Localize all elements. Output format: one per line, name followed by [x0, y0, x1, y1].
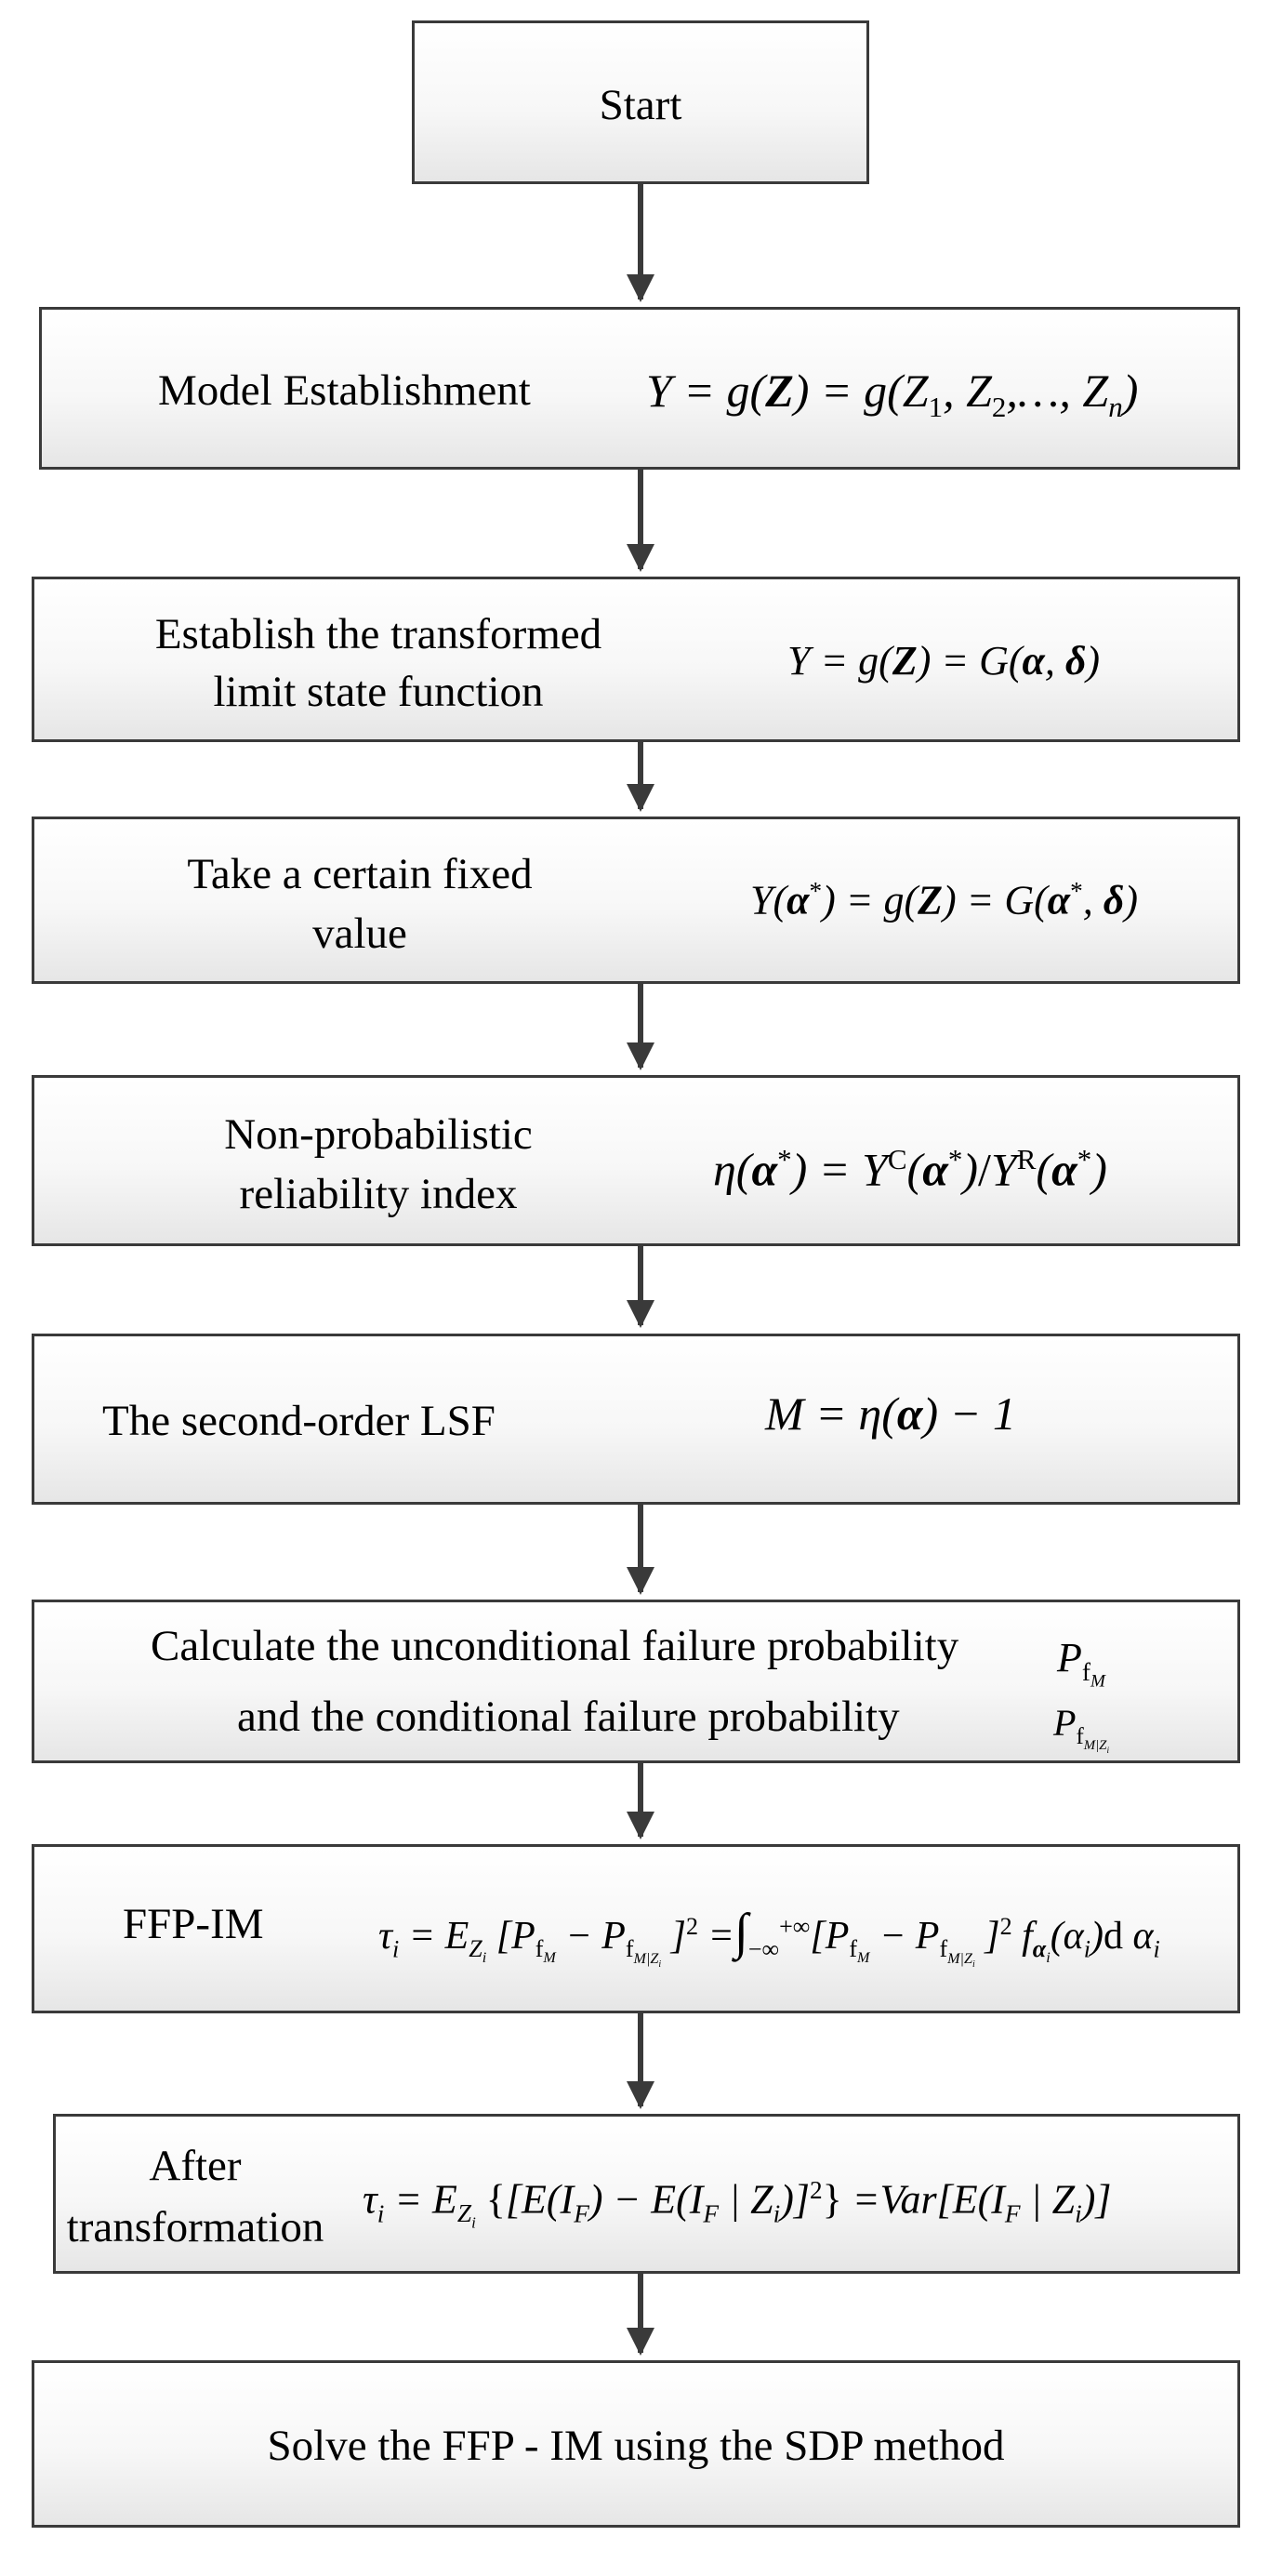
reliability-index-node: Non-probabilistic reliability index η(α*… — [32, 1075, 1240, 1246]
fixed-value-equation: Y(α*) = g(Z) = G(α*, δ) — [750, 877, 1138, 923]
after-transformation-node: After transformation τi = EZi {[E(IF) − … — [53, 2114, 1240, 2274]
model-equation: Y = g(Z) = g(Z1, Z2,…, Zn) — [646, 365, 1139, 423]
fixed-value-label-line2: value — [312, 910, 407, 958]
calculate-probability-label-line1: Calculate the unconditional failure prob… — [151, 1622, 959, 1670]
calculate-probability-label-line2: and the conditional failure probability — [237, 1693, 900, 1741]
reliability-index-label-line1: Non-probabilistic — [224, 1110, 533, 1159]
ffp-im-node: FFP-IM τi = EZi [PfM − PfM|Zi ]2 =∫−∞+∞[… — [32, 1844, 1240, 2013]
model-establishment-label: Model Establishment — [158, 366, 531, 415]
reliability-index-label-line2: reliability index — [239, 1170, 518, 1218]
second-order-lsf-equation: M = η(α) − 1 — [765, 1388, 1016, 1440]
start-label: Start — [599, 81, 682, 129]
second-order-lsf-label: The second-order LSF — [102, 1397, 496, 1445]
after-transformation-label-line1: After — [149, 2142, 242, 2190]
after-transformation-label-line2: transformation — [66, 2203, 324, 2251]
ffp-im-label: FFP-IM — [123, 1900, 264, 1948]
ffp-im-equation: τi = EZi [PfM − PfM|Zi ]2 =∫−∞+∞[PfM − P… — [378, 1903, 1160, 1970]
second-order-lsf-node: The second-order LSF M = η(α) − 1 — [32, 1334, 1240, 1505]
after-transformation-equation: τi = EZi {[E(IF) − E(IF | Zi)]2} =Var[E(… — [363, 2176, 1112, 2232]
model-establishment-node: Model Establishment Y = g(Z) = g(Z1, Z2,… — [39, 307, 1240, 470]
start-node: Start — [412, 20, 869, 184]
conditional-probability-symbol: PfM|Zi — [1053, 1702, 1109, 1755]
transformed-lsf-node: Establish the transformed limit state fu… — [32, 577, 1240, 742]
fixed-value-node: Take a certain fixed value Y(α*) = g(Z) … — [32, 817, 1240, 984]
transformed-lsf-label-line2: limit state function — [213, 668, 544, 716]
solve-node: Solve the FFP - IM using the SDP method — [32, 2360, 1240, 2528]
fixed-value-label-line1: Take a certain fixed — [187, 850, 533, 898]
unconditional-probability-symbol: PfM — [1057, 1635, 1105, 1692]
solve-label: Solve the FFP - IM using the SDP method — [267, 2422, 1005, 2470]
transformed-lsf-equation: Y = g(Z) = G(α, δ) — [787, 638, 1101, 684]
transformed-lsf-label-line1: Establish the transformed — [154, 610, 602, 658]
calculate-probability-node: Calculate the unconditional failure prob… — [32, 1600, 1240, 1763]
reliability-index-equation: η(α*) = YC(α*)/YR(α*) — [713, 1143, 1107, 1196]
